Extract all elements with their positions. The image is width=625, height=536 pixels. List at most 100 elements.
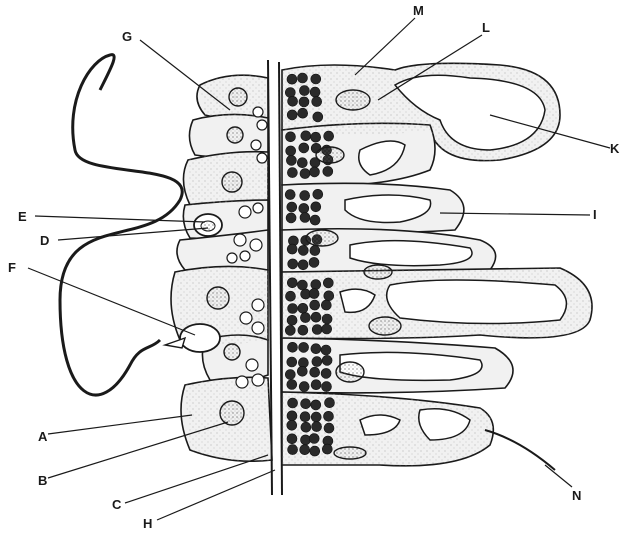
granule [322, 444, 332, 454]
granule [310, 167, 320, 177]
label-A: A [38, 429, 48, 444]
granule [285, 88, 295, 98]
granule [321, 300, 331, 310]
granule [311, 280, 321, 290]
granule [323, 166, 333, 176]
label-N: N [572, 488, 581, 503]
granule [288, 96, 298, 106]
granule [309, 289, 319, 299]
granule [287, 411, 297, 421]
granule [300, 213, 310, 223]
granule [287, 420, 297, 430]
granule [301, 399, 311, 409]
label-C: C [112, 497, 122, 512]
left-cell-column [171, 75, 272, 461]
granule [323, 278, 333, 288]
granule [299, 382, 309, 392]
granule [287, 202, 297, 212]
granule [287, 74, 297, 84]
granule [300, 445, 310, 455]
granule [313, 189, 323, 199]
granule [299, 86, 309, 96]
granule [324, 131, 334, 141]
granule [288, 304, 298, 314]
granule [288, 259, 298, 269]
label-E: E [18, 209, 27, 224]
granule [322, 355, 332, 365]
granule [298, 245, 308, 255]
label-L: L [482, 20, 490, 35]
granule [312, 422, 322, 432]
granule [311, 202, 321, 212]
granule [298, 108, 308, 118]
label-K: K [610, 141, 620, 156]
granule [287, 168, 297, 178]
granule [324, 423, 334, 433]
granule [301, 422, 311, 432]
granule [322, 382, 332, 392]
label-H: H [143, 516, 152, 531]
granule [313, 112, 323, 122]
granule [286, 155, 296, 165]
granule [288, 398, 298, 408]
granule [301, 435, 311, 445]
granule [299, 143, 309, 153]
granule [300, 313, 310, 323]
granule [311, 132, 321, 142]
granule [301, 131, 311, 141]
granule [286, 213, 296, 223]
granule [312, 357, 322, 367]
granule [287, 278, 297, 288]
granule [325, 398, 335, 408]
granule [299, 342, 309, 352]
granule [309, 257, 319, 267]
label-G: G [122, 29, 132, 44]
granule [310, 300, 320, 310]
label-B: B [38, 473, 47, 488]
granule [321, 345, 331, 355]
granule [324, 411, 334, 421]
granule [288, 342, 298, 352]
granule [312, 325, 322, 335]
granule [324, 291, 334, 301]
granule [298, 325, 308, 335]
granule [311, 380, 321, 390]
granule [297, 280, 307, 290]
label-F: F [8, 260, 16, 275]
granule [299, 97, 309, 107]
granule [297, 158, 307, 168]
granule [298, 303, 308, 313]
granule [310, 87, 320, 97]
granule [286, 146, 296, 156]
granule [287, 357, 297, 367]
granule [310, 446, 320, 456]
granule [287, 380, 297, 390]
label-I: I [593, 207, 597, 222]
flagellum-thread [60, 55, 182, 395]
granule [321, 368, 331, 378]
granule [322, 324, 332, 334]
granule [286, 291, 296, 301]
granule [300, 191, 310, 201]
granule [311, 412, 321, 422]
granule [310, 215, 320, 225]
granule [288, 445, 298, 455]
granule [311, 74, 321, 84]
granule [287, 110, 297, 120]
granule [285, 370, 295, 380]
label-D: D [40, 233, 49, 248]
granule [312, 97, 322, 107]
granule [309, 434, 319, 444]
granule [285, 325, 295, 335]
granule [287, 434, 297, 444]
granule [300, 169, 310, 179]
granule [298, 260, 308, 270]
granule [286, 132, 296, 142]
granule [298, 73, 308, 83]
granule [311, 312, 321, 322]
granule [311, 344, 321, 354]
granule [287, 315, 297, 325]
granule [297, 366, 307, 376]
granule [311, 400, 321, 410]
